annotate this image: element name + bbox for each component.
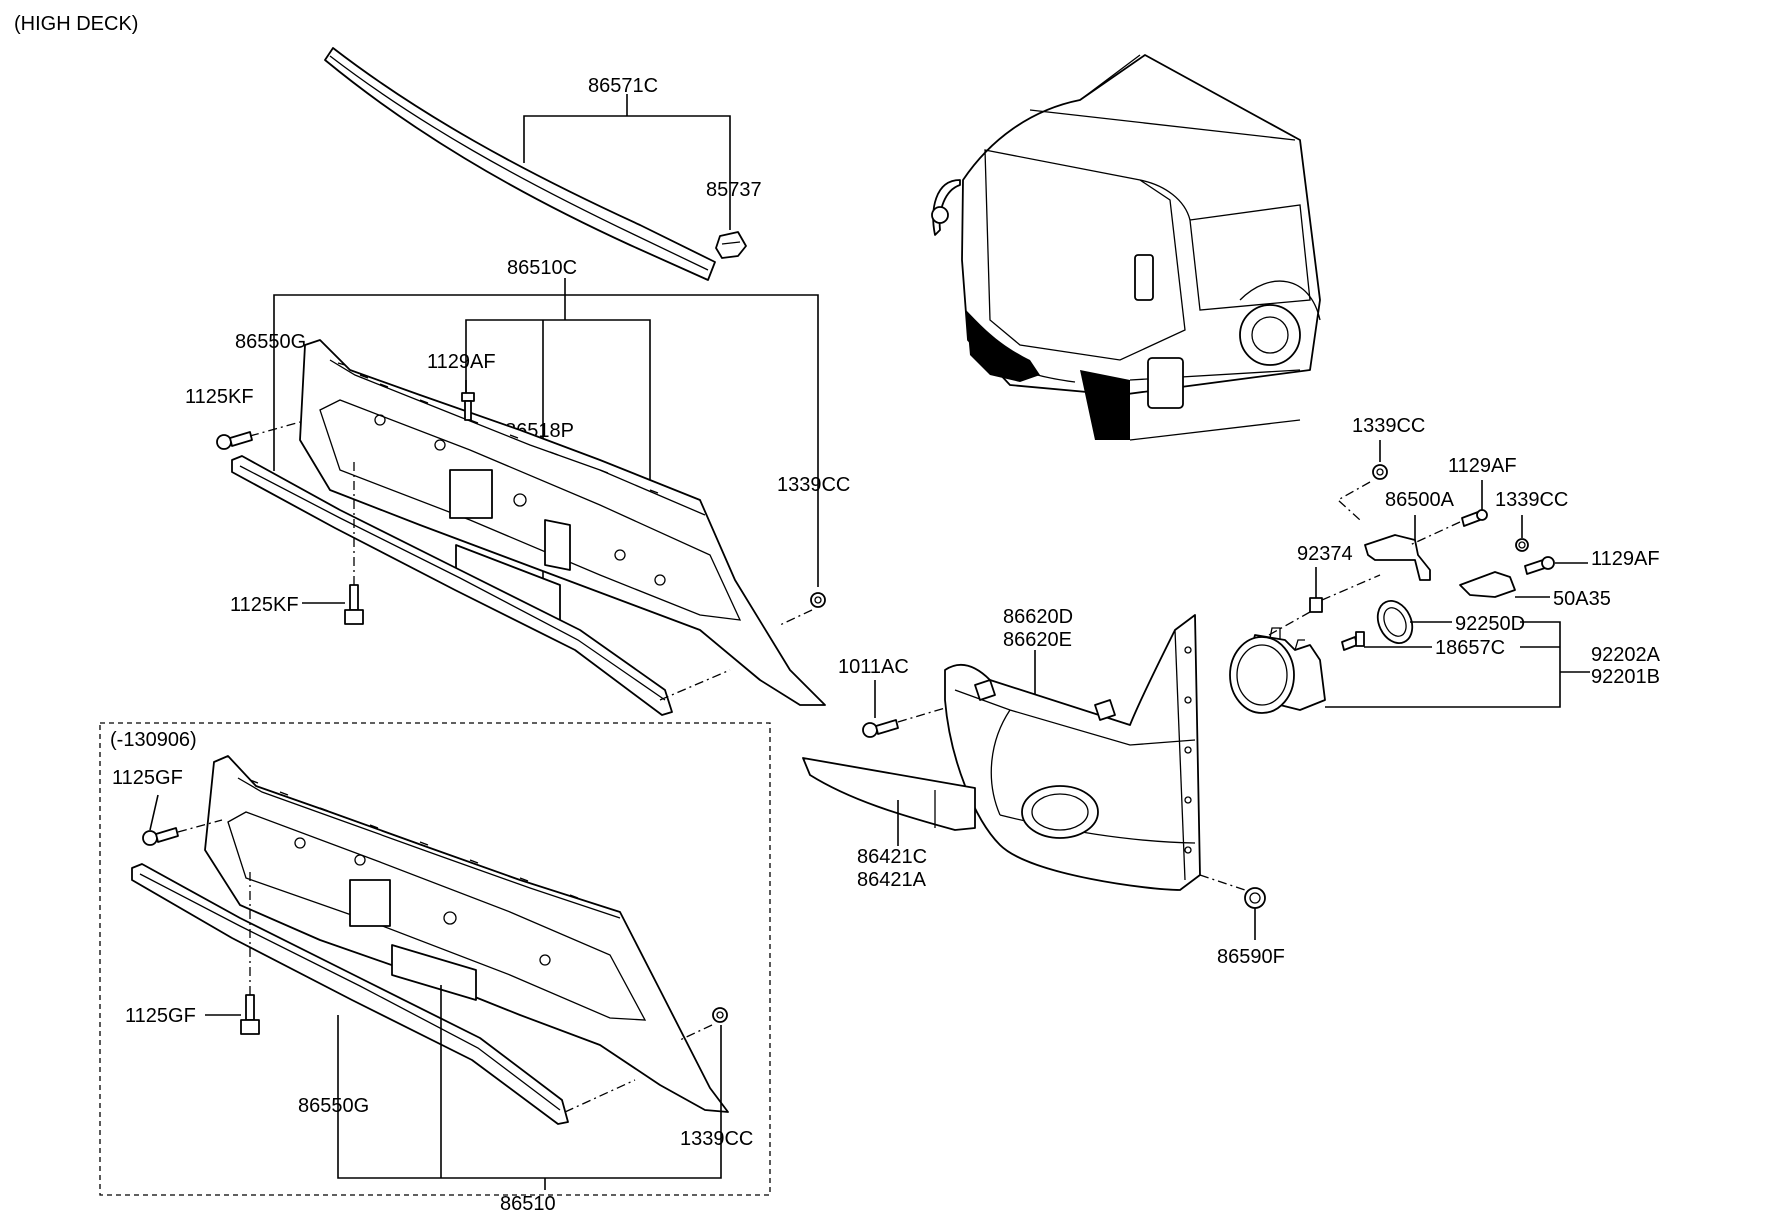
bracket-50A35 xyxy=(1459,571,1516,598)
label-1129AF-right2: 1129AF xyxy=(1591,548,1660,570)
label-92201B: 92201B xyxy=(1591,666,1660,688)
bumper-corner-86620D xyxy=(944,614,1201,891)
label-1125KF-bottom: 1125KF xyxy=(230,594,299,616)
label-85737: 85737 xyxy=(706,179,762,201)
bolt-1125KF-top xyxy=(216,431,253,450)
label-1339CC-bottom: 1339CC xyxy=(680,1128,753,1150)
dash-1339CC-mid xyxy=(779,609,813,626)
label-86421A: 86421A xyxy=(857,869,927,891)
leader-86510 xyxy=(337,985,722,1190)
bolt-1129AF-right xyxy=(1461,509,1488,527)
nut-1339CC-right2 xyxy=(1515,538,1529,552)
bus-illustration xyxy=(931,54,1321,441)
label-86510: 86510 xyxy=(500,1193,556,1211)
bolt-1011AC xyxy=(862,719,899,738)
dash-86590F xyxy=(1199,874,1246,891)
fog-lamp-92202A xyxy=(1229,627,1326,714)
label-1129AF-right: 1129AF xyxy=(1448,455,1517,477)
grille-frame-lower xyxy=(204,755,729,1113)
label-1339CC-right: 1339CC xyxy=(1352,415,1425,437)
nut-1339CC-mid xyxy=(810,592,826,608)
lower-strip-86550G-upper xyxy=(231,455,673,716)
grille-frame-upper xyxy=(299,339,826,706)
label-92250D: 92250D xyxy=(1455,613,1525,635)
bolt-1129AF-right2 xyxy=(1524,556,1555,575)
clip-85737 xyxy=(715,231,747,259)
label-92202A: 92202A xyxy=(1591,644,1661,666)
label-86590F: 86590F xyxy=(1217,946,1285,968)
label-1125GF-top: 1125GF xyxy=(112,767,183,789)
label-1129AF-top: 1129AF xyxy=(427,351,496,373)
label-86550G-top: 86550G xyxy=(235,331,306,353)
bolt-1125GF-top xyxy=(142,827,179,846)
label-86620E: 86620E xyxy=(1003,629,1072,651)
dash-strip-lower xyxy=(564,1079,636,1113)
bracket-86500A xyxy=(1364,534,1431,581)
label-86510C: 86510C xyxy=(507,257,577,279)
bolt-1129AF-top xyxy=(461,392,475,421)
bulb-92250D xyxy=(1376,600,1414,644)
label-18657C: 18657C xyxy=(1435,637,1505,659)
label-86571C: 86571C xyxy=(588,75,658,97)
screw-18657C xyxy=(1341,631,1365,651)
header-label: (HIGH DECK) xyxy=(14,13,138,35)
nut-1339CC-right xyxy=(1372,464,1388,480)
dash-1011AC xyxy=(897,707,946,723)
leader-86571C xyxy=(523,94,731,230)
leader-92202A xyxy=(1325,621,1590,708)
label-50A35: 50A35 xyxy=(1553,588,1611,610)
dash-1339CC-bottom xyxy=(679,1024,713,1041)
inset-label: (-130906) xyxy=(110,729,197,751)
label-1125GF-bottom: 1125GF xyxy=(125,1005,196,1027)
label-86500A: 86500A xyxy=(1385,489,1455,511)
lower-strip-86550G-lower xyxy=(131,863,569,1125)
molding-86421C xyxy=(802,757,976,831)
dash-1125GF-top xyxy=(177,819,223,833)
leader-1125GF-top xyxy=(149,794,159,831)
label-1339CC-mid: 1339CC xyxy=(777,474,850,496)
label-92374: 92374 xyxy=(1297,543,1353,565)
dash-1339CC-right xyxy=(1336,481,1371,521)
dash-92374b xyxy=(1259,611,1311,641)
dash-1129AF-right xyxy=(1409,521,1461,546)
label-1339CC-right2: 1339CC xyxy=(1495,489,1568,511)
bolt-1125KF-bottom xyxy=(344,584,364,625)
dash-1125KF-top xyxy=(249,421,301,437)
label-1011AC: 1011AC xyxy=(838,656,909,678)
cap-86590F xyxy=(1244,887,1266,909)
inset-box xyxy=(99,722,771,1196)
label-86620D: 86620D xyxy=(1003,606,1073,628)
bolt-1125GF-bottom xyxy=(240,994,260,1035)
dash-strip-upper xyxy=(659,669,731,701)
dash-92374 xyxy=(1321,574,1381,601)
nut-1339CC-bottom xyxy=(712,1007,728,1023)
clip-92374 xyxy=(1309,597,1323,613)
molding-strip-86571C xyxy=(324,47,716,281)
label-86421C: 86421C xyxy=(857,846,927,868)
label-86550G-bottom: 86550G xyxy=(298,1095,369,1117)
label-1125KF-top: 1125KF xyxy=(185,386,254,408)
